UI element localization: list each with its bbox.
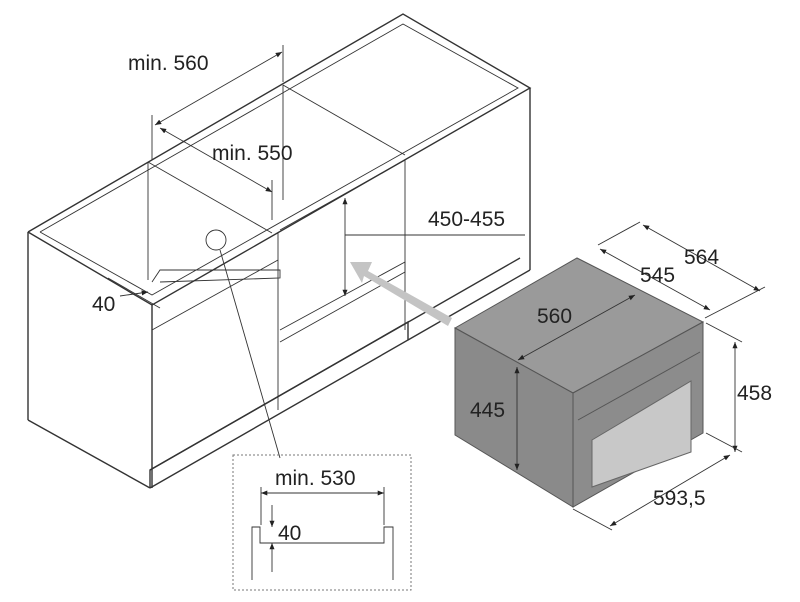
label-min-550: min. 550 (212, 142, 293, 165)
oven-door-top-edge (577, 351, 701, 421)
label-564: 564 (684, 246, 719, 269)
label-min-530: min. 530 (275, 467, 356, 490)
dim-arrow-40 (119, 290, 149, 297)
ext-line-458a (705, 322, 743, 343)
cabinet-right-bottom (407, 269, 531, 341)
dim-line-min-560 (154, 51, 283, 126)
detail-callout-circle (205, 229, 227, 251)
cabinet-dimensions (107, 45, 525, 309)
label-593-5: 593,5 (653, 487, 706, 510)
cabinet-top-inner (39, 23, 519, 296)
dimension-labels: min. 560 min. 550 450-455 40 564 545 560… (92, 52, 772, 545)
label-min-560: min. 560 (128, 52, 209, 75)
label-545: 545 (640, 264, 675, 287)
dim-line-545 (599, 248, 711, 311)
label-40: 40 (92, 293, 115, 316)
detail-shelf-profile (251, 526, 394, 580)
cabinet-bottom-left (27, 419, 151, 489)
label-detail-40: 40 (278, 522, 301, 545)
cabinet-bottom-front (149, 257, 521, 471)
insertion-arrow (350, 262, 452, 326)
label-450-455: 450-455 (428, 208, 505, 231)
niche-shelf-lower (279, 261, 406, 343)
ext-line-40 (107, 277, 161, 309)
ext-line-564b (704, 286, 766, 319)
detail-inset-frame (232, 454, 412, 591)
dim-line-min-550 (159, 127, 273, 193)
cabinet-plinth (149, 320, 409, 489)
label-458: 458 (737, 382, 772, 405)
niche-shelf-upper (279, 159, 406, 231)
dim-line-593-5 (609, 454, 731, 527)
label-445: 445 (470, 399, 505, 422)
support-shelf (151, 269, 281, 283)
detail-leader (219, 249, 281, 459)
oven-dimensions (514, 221, 766, 531)
ext-line-458b (705, 432, 743, 453)
built-in-oven (453, 257, 705, 508)
dim-line-560 (517, 294, 636, 361)
cabinet-divider-2 (282, 84, 406, 156)
ext-line-593a (572, 508, 613, 531)
detail-inset (232, 454, 412, 591)
ext-line-564a (597, 221, 641, 246)
cabinet-divider-1 (147, 161, 273, 234)
label-560: 560 (537, 305, 572, 328)
kitchen-cabinet (27, 13, 532, 489)
cabinet-leg-line (151, 259, 279, 331)
